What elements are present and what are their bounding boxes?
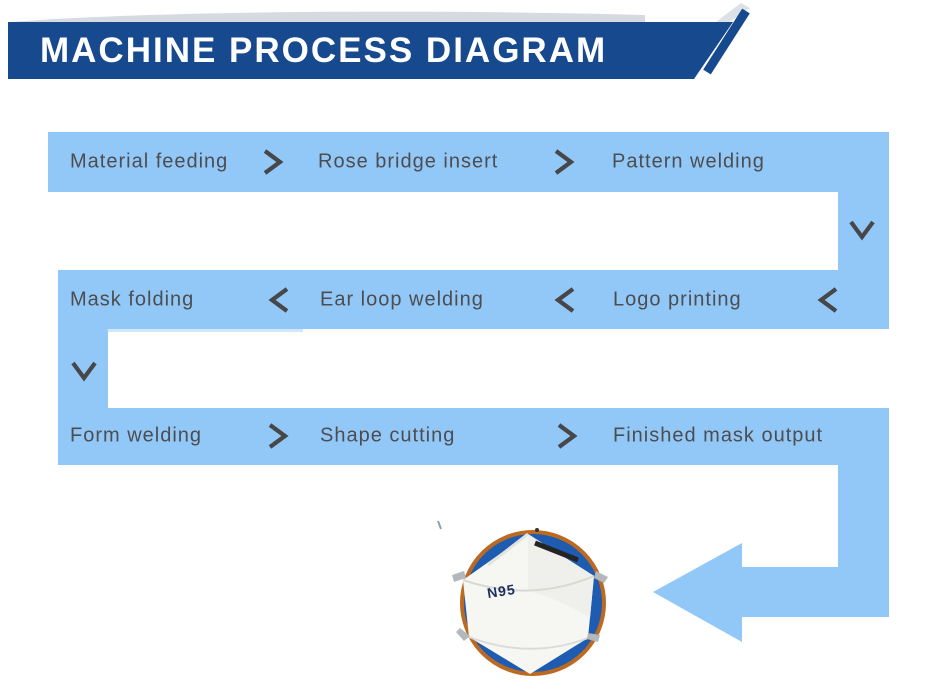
banner-ribbon-tip (703, 8, 750, 75)
chevron-left-icon (554, 287, 575, 313)
chevron-down-icon (71, 361, 97, 382)
ear-loop-tab-lower-right (587, 633, 600, 642)
chevron-left-stroke (817, 287, 838, 313)
chevron-down-icon (849, 220, 875, 241)
step-material-feeding: Material feeding (70, 150, 229, 173)
chevron-down-stroke (849, 220, 875, 241)
mask-shading (528, 534, 594, 618)
flow-band-row-2 (58, 270, 889, 329)
band-edge-artifact (107, 329, 303, 332)
step-ear-loop-welding: Ear loop welding (320, 288, 484, 311)
step-rose-bridge-insert: Rose bridge insert (318, 150, 499, 173)
flow-band-row-3 (58, 408, 889, 465)
chevron-right-icon (557, 423, 578, 449)
chevron-left-stroke (268, 287, 289, 313)
step-form-welding: Form welding (70, 424, 203, 447)
step-shape-cutting: Shape cutting (320, 424, 456, 447)
chevron-right-icon (554, 149, 575, 175)
left-connector (58, 327, 108, 410)
mask-upper-crease (462, 575, 595, 592)
chevron-right-icon (263, 149, 284, 175)
ear-loop-tab-upper-right (594, 571, 608, 583)
step-mask-folding: Mask folding (70, 288, 195, 311)
mask-top-speck (535, 528, 539, 532)
chevron-down-stroke (71, 361, 97, 382)
mask-photo (452, 528, 608, 676)
ear-loop-tab-upper-left (452, 571, 466, 582)
step-pattern-welding: Pattern welding (612, 150, 765, 173)
page-title: MACHINE PROCESS DIAGRAM (40, 31, 608, 70)
mask-nose-strip (534, 540, 579, 563)
chevron-right-stroke (557, 423, 578, 449)
chevron-right-stroke (554, 149, 575, 175)
chevron-right-icon (268, 423, 289, 449)
right-connector (838, 190, 889, 272)
chevron-right-stroke (263, 149, 284, 175)
big-left-arrow (653, 463, 889, 642)
chevron-left-icon (817, 287, 838, 313)
chevron-right-stroke (268, 423, 289, 449)
stray-mark (437, 520, 442, 530)
banner-ribbon (8, 22, 733, 79)
ear-loop-tab-lower-left (456, 628, 470, 641)
mask-lower-crease (468, 636, 589, 650)
mask-top-ridge (487, 532, 529, 567)
chevron-left-stroke (554, 287, 575, 313)
banner-shadow (12, 11, 645, 22)
chevron-left-icon (268, 287, 289, 313)
step-finished-mask-output: Finished mask output (613, 424, 824, 447)
step-logo-printing: Logo printing (613, 288, 742, 311)
flow-band-row-1 (48, 132, 889, 192)
